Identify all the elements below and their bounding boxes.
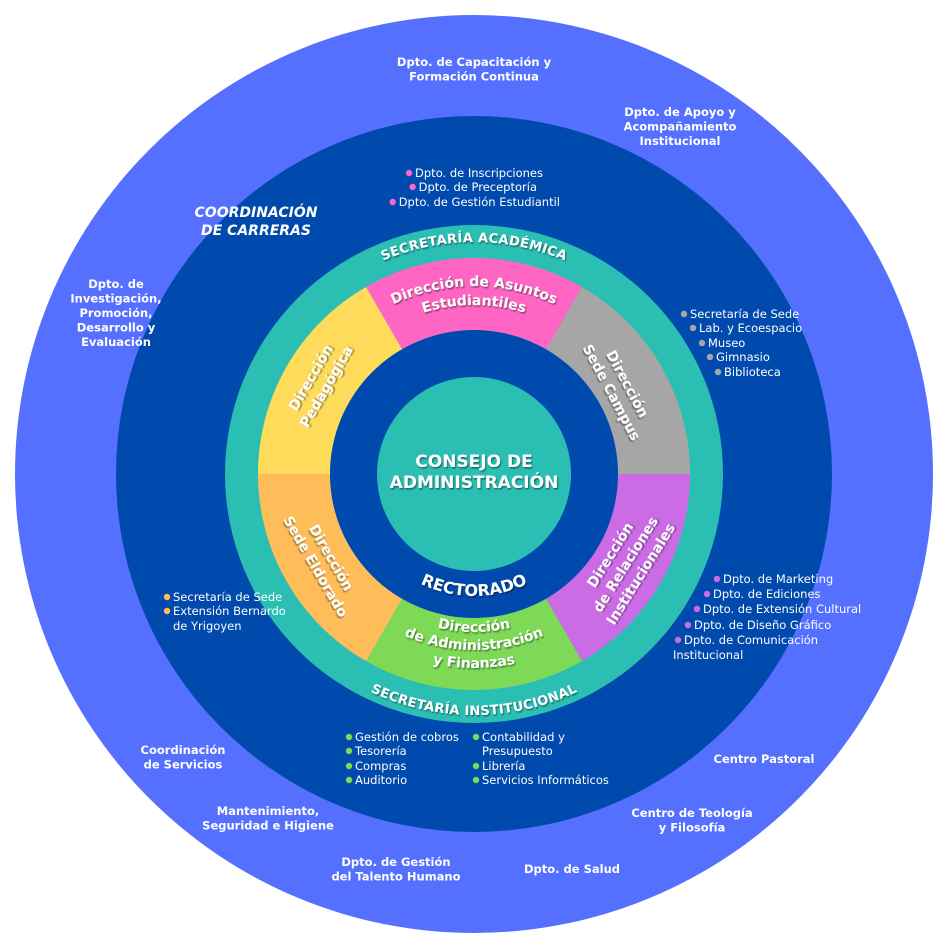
list-item-finanzas_left: Auditorio: [355, 773, 407, 787]
list-item-campus: Secretaría de Sede: [690, 307, 799, 321]
list-item-finanzas_left: Compras: [355, 759, 406, 773]
outer-unit-label: Desarrollo y: [77, 321, 156, 335]
outer-unit-label: Evaluación: [81, 335, 151, 349]
list-item-relaciones: Dpto. de Extensión Cultural: [703, 602, 861, 616]
list-item-relaciones: Dpto. de Comunicación: [684, 633, 818, 647]
list-item-relaciones: Dpto. de Ediciones: [713, 587, 821, 601]
outer-unit-label: Formación Continua: [409, 70, 539, 84]
segment-yellow: [258, 286, 402, 474]
segment-pink: [366, 258, 582, 350]
bullet-icon: [345, 747, 353, 755]
bullet-icon: [680, 310, 688, 318]
bullet-icon: [345, 776, 353, 784]
bullet-icon: [713, 575, 721, 583]
outer-unit-label: Dpto. de Apoyo y: [624, 105, 736, 119]
list-item-eldorado: de Yrigoyen: [173, 619, 241, 633]
outer-unit-label: Dpto. de Gestión: [341, 855, 450, 869]
segment-green: [366, 598, 582, 690]
outer-unit-label: Coordinación: [141, 743, 226, 757]
outer-unit-label: Promoción,: [79, 306, 152, 320]
bullet-icon: [698, 339, 706, 347]
outer-unit-label: de Servicios: [144, 758, 223, 772]
bullet-icon: [674, 636, 682, 644]
list-item-finanzas_right: Presupuesto: [482, 744, 553, 758]
bullet-icon: [693, 605, 701, 613]
list-item-estudiantiles: Dpto. de Preceptoría: [419, 180, 537, 194]
outer-unit-label: Dpto. de Salud: [524, 862, 620, 876]
outer-unit-label: Mantenimiento,: [217, 804, 320, 818]
outer-unit-label: Investigación,: [70, 292, 161, 306]
outer-unit-label: Centro Pastoral: [714, 752, 815, 766]
bullet-icon: [472, 733, 480, 741]
list-item-campus: Lab. y Ecoespacio: [699, 321, 802, 335]
bullet-icon: [389, 198, 396, 206]
list-item-finanzas_right: Contabilidad y: [482, 730, 565, 744]
outer-unit-label: Acompañamiento: [624, 120, 737, 134]
bullet-icon: [684, 621, 692, 629]
list-item-estudiantiles: Dpto. de Inscripciones: [415, 166, 543, 180]
list-item-relaciones: Dpto. de Diseño Gráfico: [694, 618, 831, 632]
outer-unit-label: Seguridad e Higiene: [202, 819, 334, 833]
outer-unit-label: y Filosofía: [659, 821, 726, 835]
bullet-icon: [472, 762, 480, 770]
list-item-eldorado: Secretaría de Sede: [173, 590, 282, 604]
list-item-estudiantiles: Dpto. de Gestión Estudiantil: [399, 195, 560, 209]
bullet-icon: [706, 353, 714, 361]
consejo-circle: [377, 377, 571, 571]
list-item-finanzas_right: Servicios Informáticos: [482, 773, 609, 787]
list-item-campus: Biblioteca: [724, 365, 781, 379]
segment-label-administracion-1: Dirección: [437, 616, 512, 636]
consejo-title-line2: ADMINISTRACIÓN: [390, 471, 559, 493]
segment-label-asuntos-estudiantiles-2: Estudiantiles: [420, 293, 528, 317]
segment-purple: [546, 474, 690, 662]
outer-unit-label: del Talento Humano: [331, 870, 460, 884]
segment-orange: [258, 474, 402, 662]
list-item-relaciones: Institucional: [673, 648, 743, 662]
list-item-eldorado: Extensión Bernardo: [173, 604, 286, 618]
segment-label-administracion-3: y Finanzas: [432, 652, 517, 672]
bullet-icon: [689, 324, 697, 332]
bullet-icon: [409, 183, 416, 191]
list-item-finanzas_left: Gestión de cobros: [355, 730, 459, 744]
bullet-icon: [405, 169, 413, 177]
list-item-finanzas_right: Librería: [482, 759, 525, 773]
coordinacion-carreras-line2: DE CARRERAS: [201, 223, 311, 239]
outer-unit-label: Dpto. de: [88, 277, 144, 291]
list-item-campus: Museo: [708, 336, 745, 350]
segment-gray: [546, 286, 690, 474]
list-item-finanzas_left: Tesorería: [354, 744, 407, 758]
bullet-icon: [714, 368, 722, 376]
list-item-campus: Gimnasio: [716, 350, 770, 364]
bullet-icon: [163, 593, 171, 601]
consejo-title-line1: CONSEJO DE: [415, 452, 532, 472]
bullet-icon: [472, 776, 480, 784]
outer-unit-label: Centro de Teología: [631, 806, 752, 820]
bullet-icon: [345, 733, 353, 741]
direcciones-ring: [258, 258, 690, 690]
bullet-icon: [703, 590, 711, 598]
bullet-icon: [163, 607, 171, 615]
outer-unit-label: Dpto. de Capacitación y: [397, 55, 552, 69]
list-item-relaciones: Dpto. de Marketing: [723, 572, 833, 586]
coordinacion-carreras-line1: COORDINACIÓN: [195, 203, 318, 221]
outer-unit-label: Institucional: [640, 134, 721, 148]
bullet-icon: [345, 762, 353, 770]
